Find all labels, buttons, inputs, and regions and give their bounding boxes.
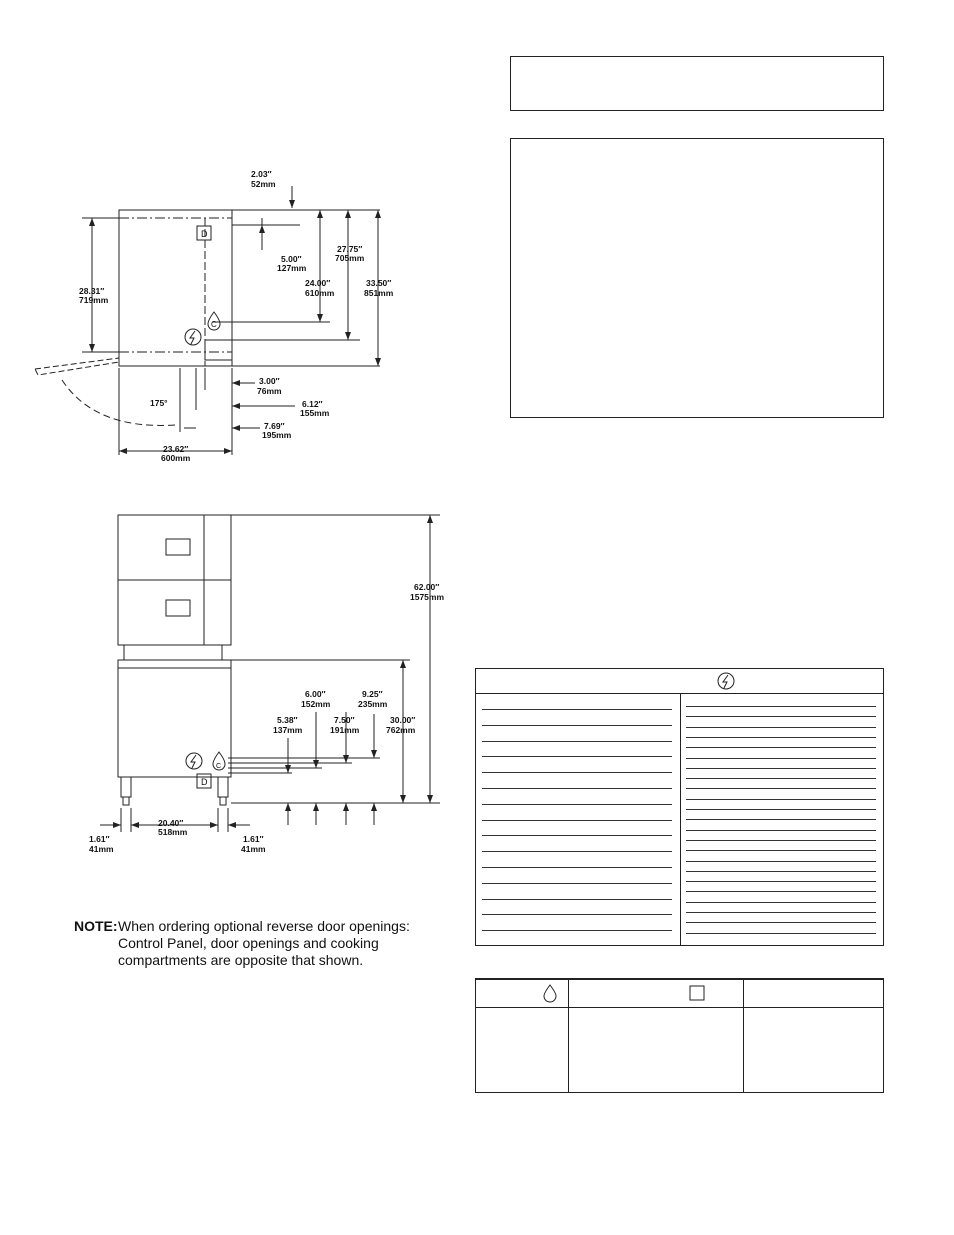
table-rule	[482, 724, 672, 726]
table-rule	[482, 882, 672, 884]
table-rule	[686, 829, 876, 831]
square-icon	[689, 985, 705, 1001]
table-rule	[482, 788, 672, 789]
title-box	[510, 56, 884, 111]
electrical-table-divider	[680, 694, 681, 945]
table-rule	[686, 881, 876, 883]
table-rule	[482, 835, 672, 837]
drain-marker	[196, 225, 212, 241]
water-drop-icon	[543, 984, 557, 1003]
electrical-table	[475, 668, 884, 946]
table-rule	[482, 803, 672, 805]
table-rule	[482, 930, 672, 932]
table-rule	[686, 778, 876, 780]
table-rule	[482, 819, 672, 821]
table-rule	[482, 772, 672, 774]
table-rule	[686, 839, 876, 841]
table-rule	[686, 901, 876, 903]
table-rule	[686, 716, 876, 718]
water-drop-icon	[207, 311, 221, 331]
table-rule	[686, 706, 876, 707]
table-rule	[686, 870, 876, 872]
description-box	[510, 138, 884, 418]
table-rule	[482, 709, 672, 710]
table-rule	[686, 747, 876, 749]
utility-table	[475, 978, 884, 1093]
table-rule	[482, 740, 672, 742]
cabinet-outline	[118, 209, 233, 367]
table-rule	[686, 788, 876, 790]
table-rule	[686, 736, 876, 738]
electric-icon	[184, 328, 202, 346]
table-rule	[686, 912, 876, 913]
table-rule	[686, 922, 876, 924]
table-rule	[686, 809, 876, 810]
table-rule	[482, 851, 672, 853]
electrical-table-left	[482, 694, 672, 945]
table-rule	[482, 914, 672, 916]
table-rule	[686, 798, 876, 800]
electrical-table-header	[476, 669, 883, 694]
table-rule	[482, 898, 672, 900]
table-rule	[686, 757, 876, 759]
table-rule	[686, 932, 876, 934]
lightning-circle-icon	[717, 672, 735, 690]
table-rule	[686, 891, 876, 893]
table-rule	[686, 767, 876, 769]
table-rule	[686, 850, 876, 852]
table-rule	[686, 819, 876, 821]
table-rule	[686, 726, 876, 728]
table-rule	[482, 867, 672, 868]
note-label: NOTE:	[74, 918, 118, 934]
table-rule	[686, 860, 876, 862]
table-rule	[482, 756, 672, 758]
note-text: When ordering optional reverse door open…	[118, 918, 410, 968]
electrical-table-right	[686, 694, 876, 945]
reverse-door-note: NOTE: When ordering optional reverse doo…	[74, 918, 444, 969]
